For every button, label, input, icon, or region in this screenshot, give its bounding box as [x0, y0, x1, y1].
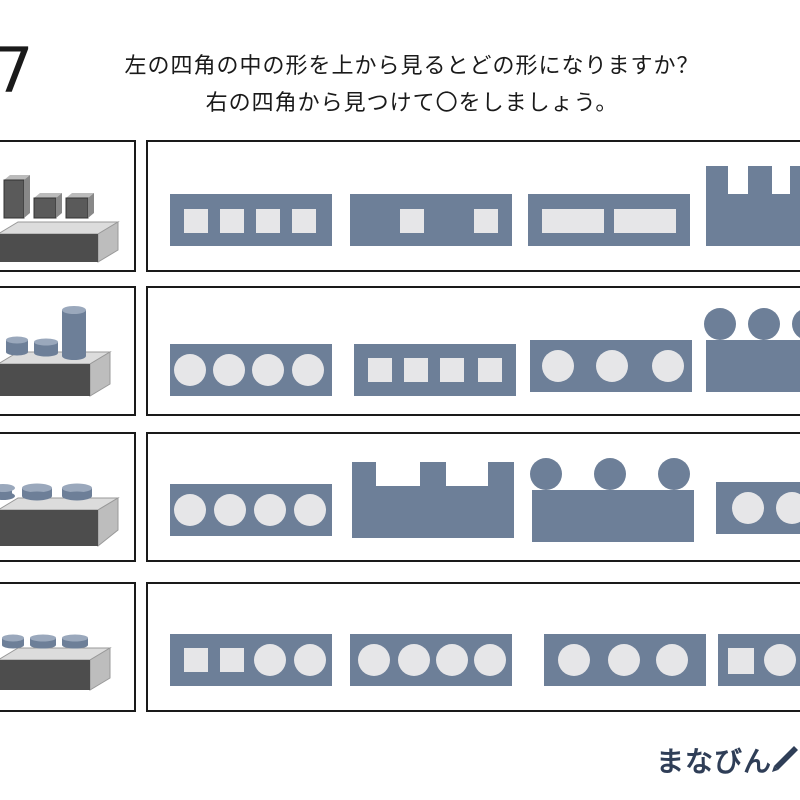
question-box-1 [0, 140, 136, 272]
option-1-4[interactable] [706, 166, 800, 246]
option-4-3[interactable] [544, 634, 706, 686]
block-tall-prisms-drawing [0, 175, 120, 263]
option-1-2[interactable] [350, 194, 512, 246]
question-number: 7 [0, 34, 34, 107]
question-box-3 [0, 432, 136, 562]
option-3-1[interactable] [170, 484, 332, 536]
instruction-line-2: 右の四角から見つけて〇をしましょう。 [205, 91, 619, 116]
option-2-1[interactable] [170, 344, 332, 396]
block-cylinders-drawing [0, 306, 112, 397]
answer-box-1 [146, 140, 800, 272]
pencil-icon [772, 746, 798, 772]
option-3-3[interactable] [530, 458, 694, 542]
question-box-4 [0, 582, 136, 712]
option-3-2[interactable] [352, 462, 514, 538]
question-box-2 [0, 286, 136, 416]
option-2-2[interactable] [354, 344, 516, 396]
option-3-4[interactable] [716, 482, 800, 534]
manabin-logo: まなびん [656, 745, 773, 778]
option-1-1[interactable] [170, 194, 332, 246]
answer-box-3 [146, 432, 800, 562]
option-2-3[interactable] [530, 340, 692, 392]
option-4-1[interactable] [170, 634, 332, 686]
instruction-line-1: 左の四角の中の形を上から見るとどの形になりますか？ [124, 54, 700, 79]
answer-box-2 [146, 286, 800, 416]
block-discs-drawing [0, 483, 120, 548]
option-4-2[interactable] [350, 634, 512, 686]
answer-options-row-2 [170, 308, 800, 396]
answer-options-row-4 [170, 634, 800, 686]
option-4-4[interactable] [718, 634, 800, 686]
answer-box-4 [146, 582, 800, 712]
answer-options-row-1 [170, 166, 800, 246]
block-discs-drawing-2 [0, 634, 112, 691]
option-1-3[interactable] [528, 194, 690, 246]
option-2-4[interactable] [704, 308, 800, 392]
answer-options-row-3 [170, 458, 800, 542]
